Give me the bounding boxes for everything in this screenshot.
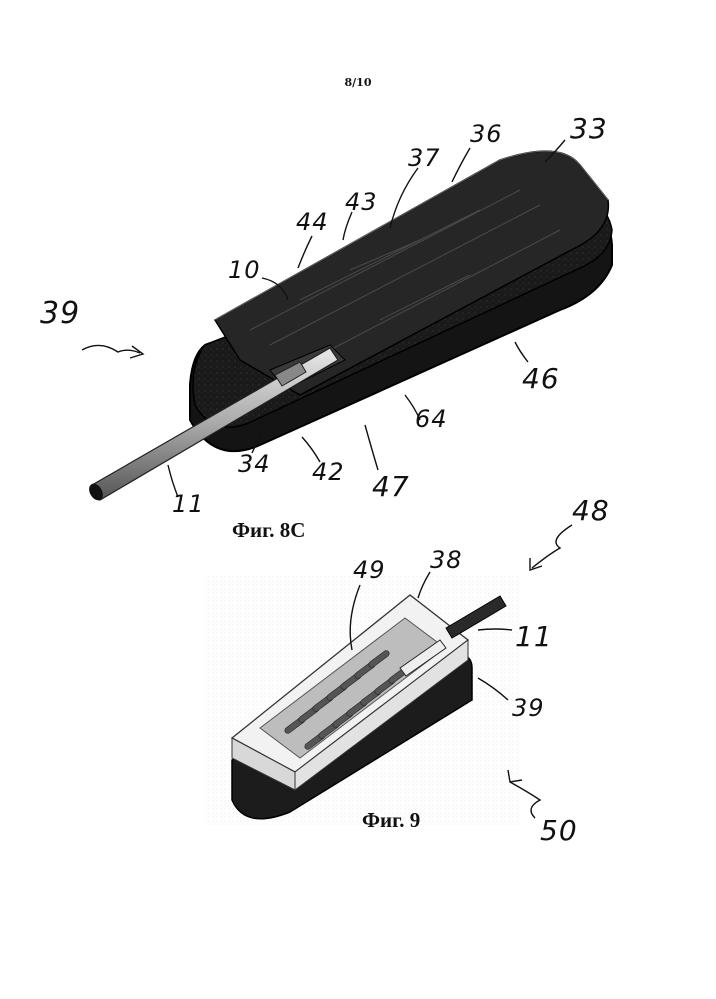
ref-label-11-fig9: 11: [515, 620, 553, 653]
ref-label-34: 34: [238, 450, 271, 478]
ref-label-11: 11: [172, 490, 205, 518]
ref-label-48: 48: [572, 494, 610, 527]
ref-label-64: 64: [415, 405, 448, 433]
ref-label-36: 36: [470, 120, 503, 148]
ref-label-33: 33: [570, 112, 608, 145]
ref-label-50: 50: [540, 814, 578, 847]
ref-label-42: 42: [312, 458, 345, 486]
ref-label-38: 38: [430, 546, 463, 574]
figure-9-caption: Фиг. 9: [362, 808, 420, 833]
ref-label-43: 43: [345, 188, 378, 216]
ref-label-44: 44: [296, 208, 329, 236]
ref-label-47: 47: [372, 470, 410, 503]
ref-label-37: 37: [408, 144, 441, 172]
figure-9-drawing: [205, 525, 572, 825]
ref-label-10: 10: [228, 256, 261, 284]
ref-label-39-fig9: 39: [512, 694, 545, 722]
ref-label-46: 46: [522, 362, 560, 395]
figure-8c-caption: Фиг. 8С: [232, 518, 305, 543]
ref-label-39: 39: [40, 296, 80, 331]
ref-label-49: 49: [353, 556, 386, 584]
